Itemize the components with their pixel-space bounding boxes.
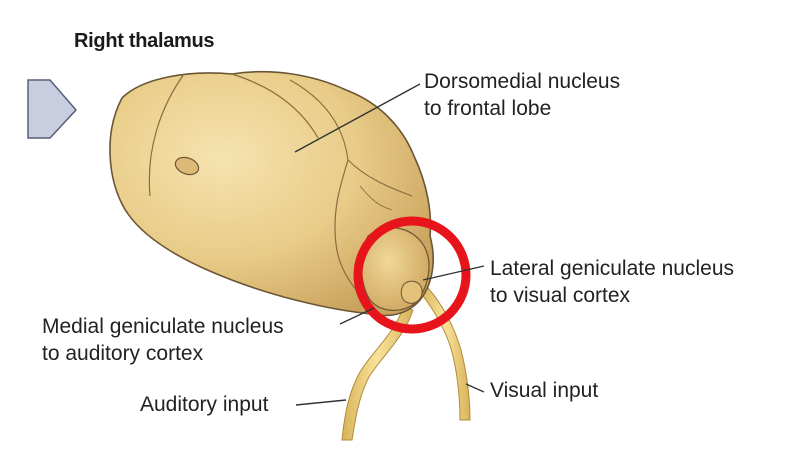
- thalamus-groove: [148, 73, 185, 197]
- lateral-geniculate-line2: to visual cortex: [490, 284, 631, 307]
- highlight-circle-icon: [353, 216, 471, 334]
- massa-intermedia: [174, 156, 200, 176]
- thalamus-groove: [359, 185, 393, 211]
- lateral-geniculate-label: Lateral geniculate nucleus to visual cor…: [490, 255, 734, 309]
- thalamus-groove: [334, 159, 359, 293]
- visual-input-nerve: [419, 287, 471, 421]
- lateral-geniculate-line1: Lateral geniculate nucleus: [490, 257, 735, 280]
- medial-geniculate-nub: [400, 280, 423, 304]
- medial-geniculate-line1: Medial geniculate nucleus: [42, 315, 284, 338]
- auditory-input-nerve: [341, 307, 414, 441]
- auditory-input-label: Auditory input: [140, 393, 269, 416]
- medial-geniculate-label: Medial geniculate nucleus to auditory co…: [42, 313, 284, 367]
- thalamus-body: [109, 70, 434, 317]
- visual-input-label: Visual input: [490, 379, 599, 402]
- medial-geniculate-line2: to auditory cortex: [42, 342, 204, 365]
- thalamus-groove: [231, 73, 319, 139]
- diagram-title: Right thalamus: [74, 30, 215, 52]
- thalamus-groove: [289, 79, 349, 161]
- thalamus-groove: [347, 159, 413, 197]
- medial-geniculate-leader-line: [339, 307, 375, 325]
- dorsomedial-line1: Dorsomedial nucleus: [424, 70, 621, 93]
- visual-input-leader-line: [465, 383, 485, 393]
- lateral-geniculate-leader-line: [422, 265, 485, 281]
- dorsomedial-leader-line: [294, 83, 421, 153]
- dorsomedial-nucleus-label: Dorsomedial nucleus to frontal lobe: [424, 68, 620, 122]
- auditory-input-leader-line: [295, 399, 347, 406]
- dorsomedial-line2: to frontal lobe: [424, 97, 552, 120]
- arrow-right-icon: [27, 79, 78, 139]
